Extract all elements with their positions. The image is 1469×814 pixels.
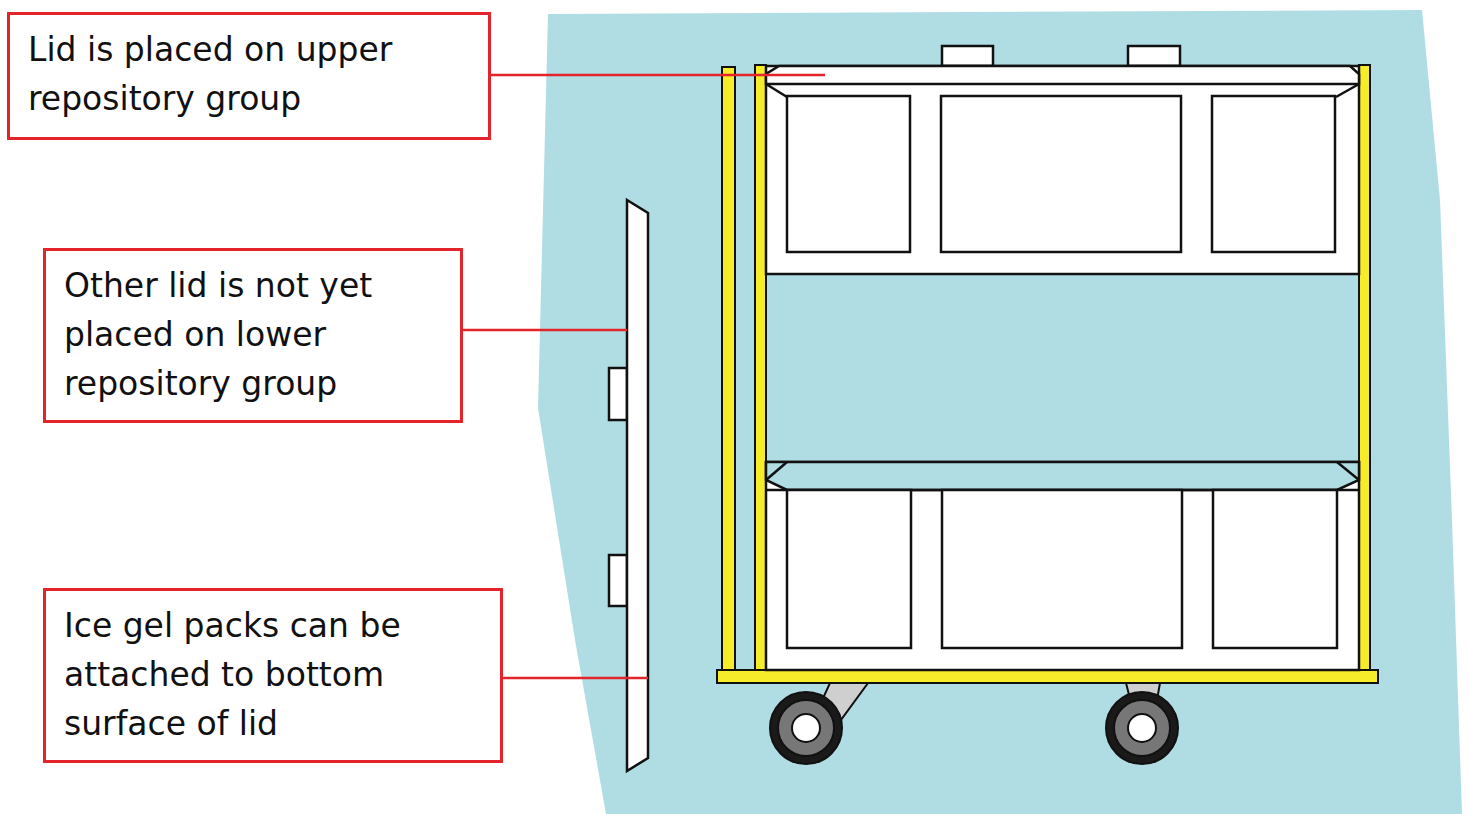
callout-text: Ice gel packs can be attached to bottom … (64, 601, 484, 748)
cart-wheels (770, 683, 1178, 764)
callout-text: Other lid is not yet placed on lower rep… (64, 261, 444, 408)
lower-repository-group (766, 462, 1359, 670)
cart-frame (717, 65, 1378, 683)
callout-box: Ice gel packs can be attached to bottom … (43, 588, 503, 763)
loose-lid (609, 200, 648, 771)
callout-text: Lid is placed on upper repository group (28, 25, 472, 123)
leader-lines (462, 75, 825, 678)
callout-box: Other lid is not yet placed on lower rep… (43, 248, 463, 423)
upper-repository-group (766, 46, 1359, 274)
callout-box: Lid is placed on upper repository group (7, 12, 491, 140)
background-region (538, 10, 1462, 814)
